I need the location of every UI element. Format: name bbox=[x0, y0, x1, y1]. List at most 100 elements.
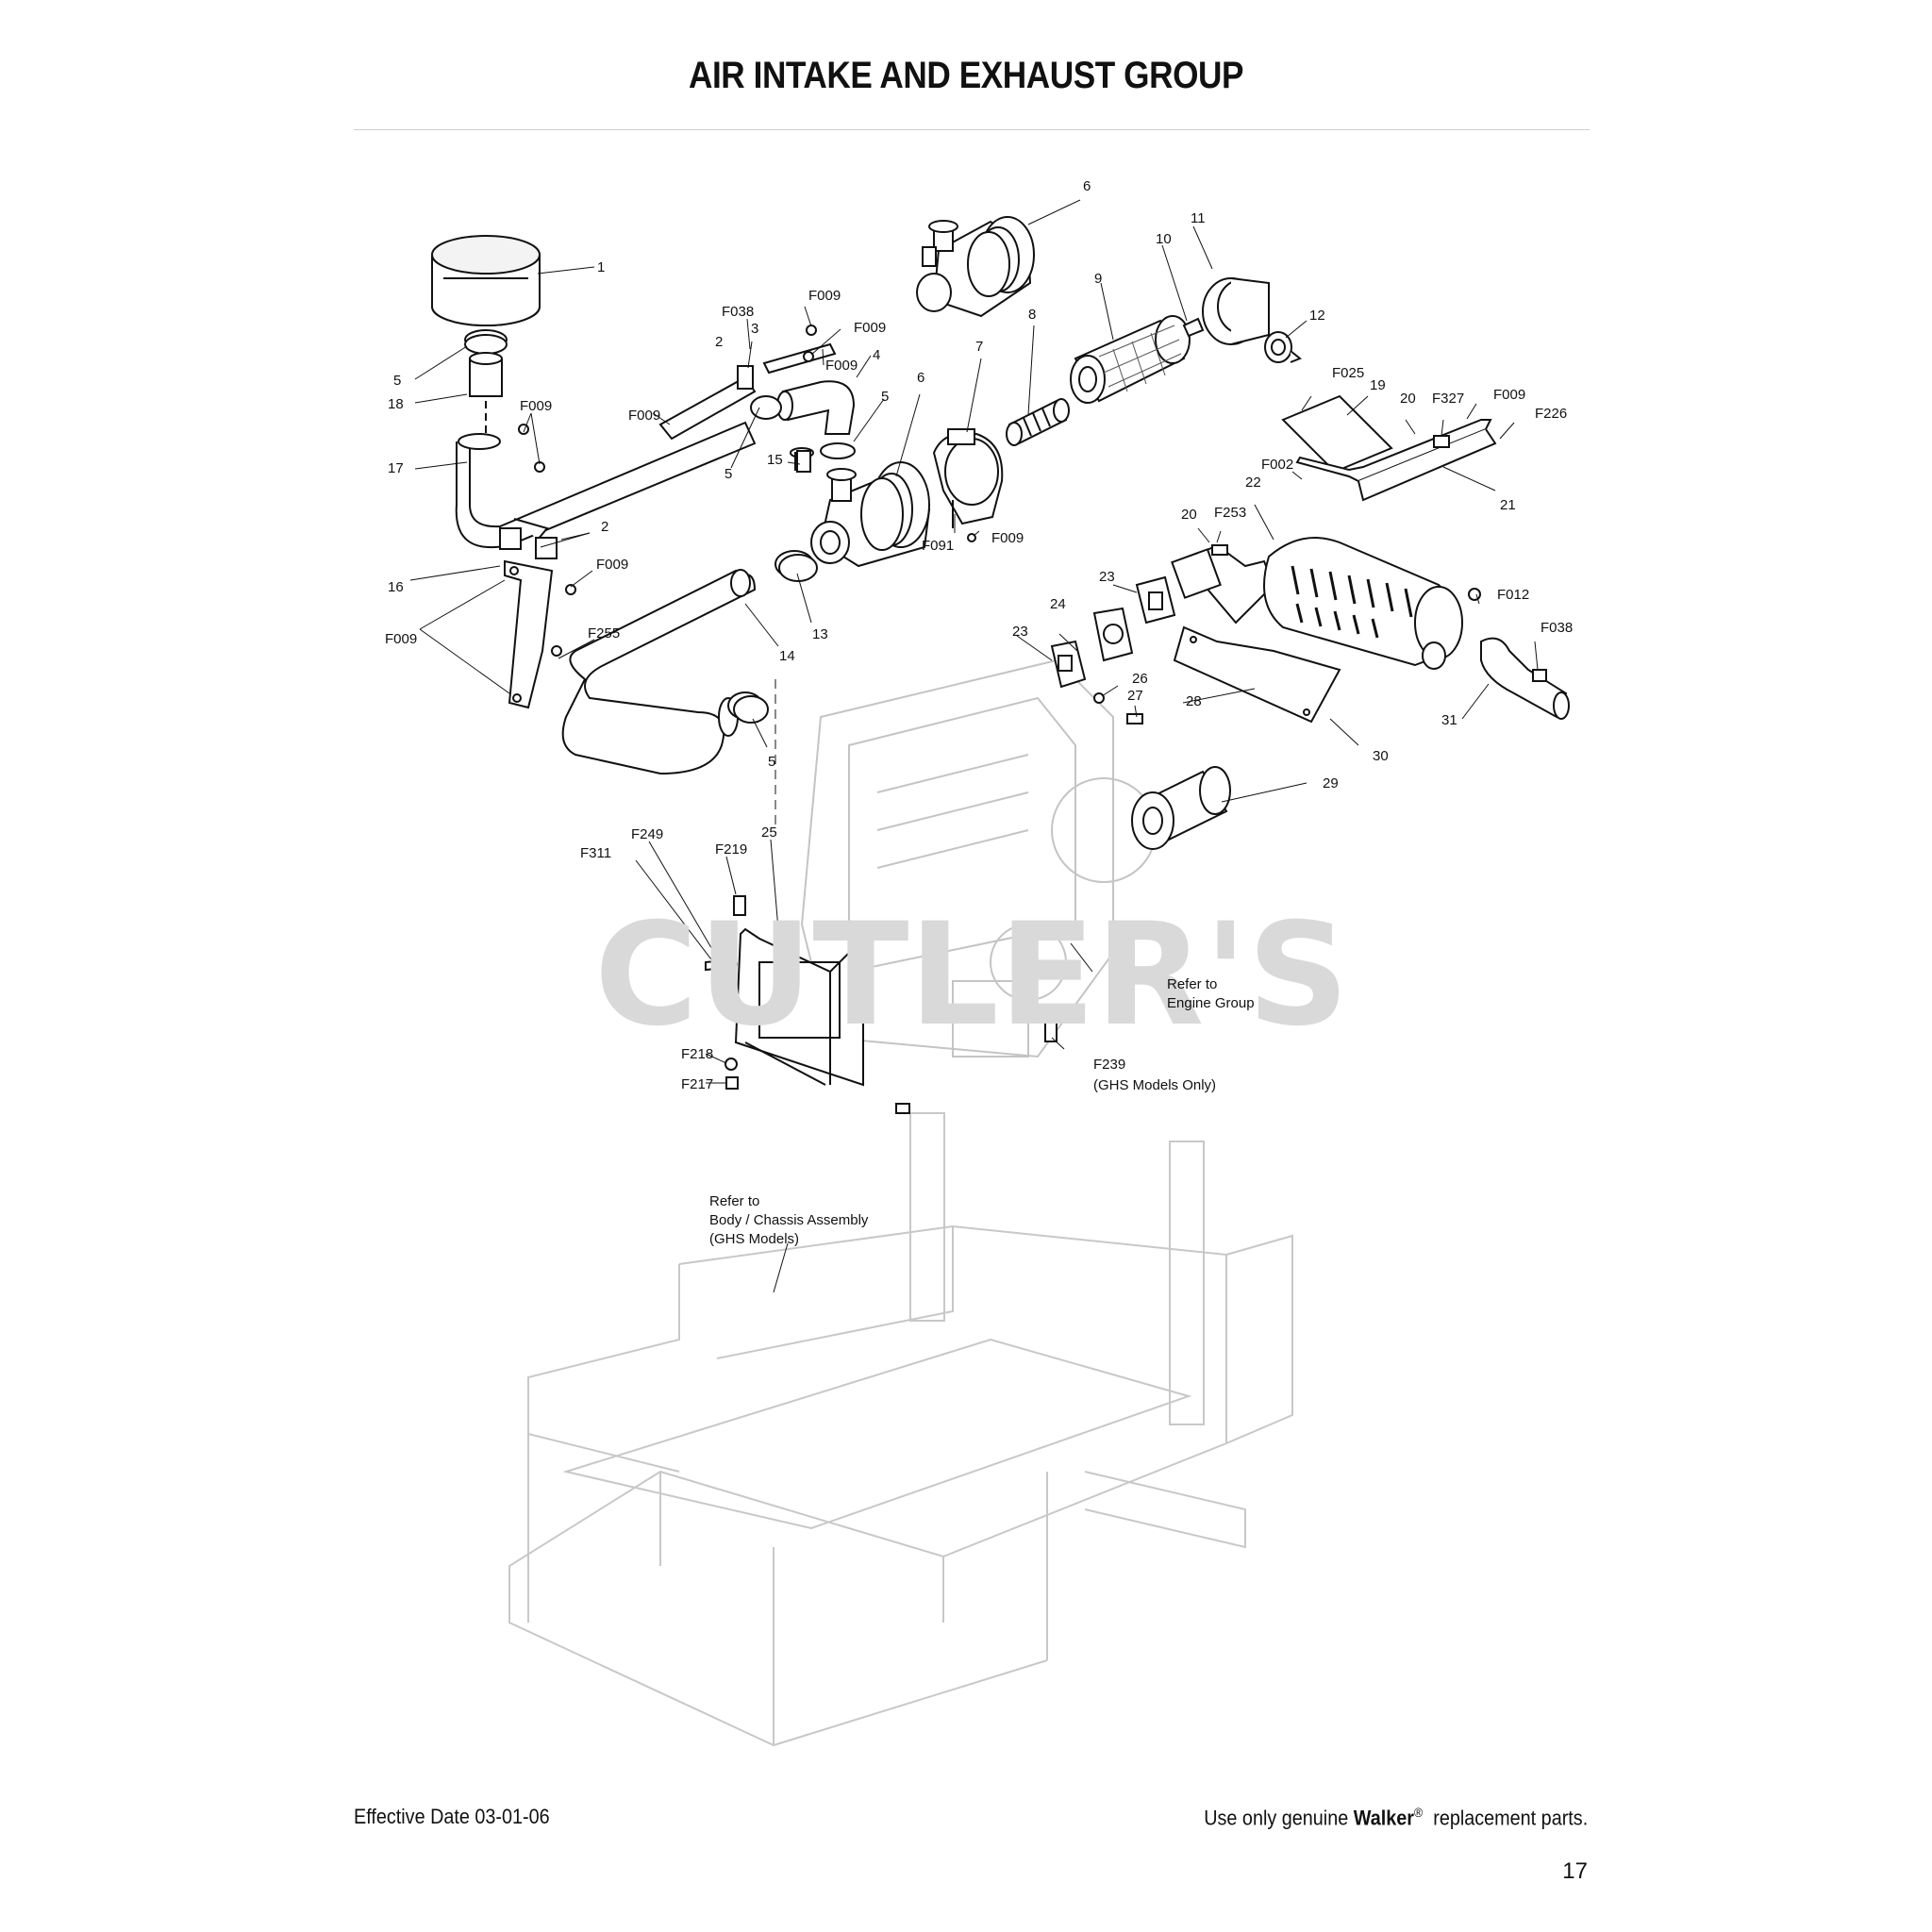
callout: F009 bbox=[825, 358, 858, 374]
callout: 20 bbox=[1400, 391, 1416, 407]
callout: 27 bbox=[1127, 688, 1143, 704]
page-number: 17 bbox=[1562, 1858, 1588, 1884]
callout: 22 bbox=[1245, 475, 1261, 491]
callout: F091 bbox=[922, 538, 954, 554]
callout: 6 bbox=[917, 370, 924, 386]
callout: 7 bbox=[975, 339, 983, 355]
callout: F239 bbox=[1093, 1057, 1125, 1073]
callout: 23 bbox=[1099, 569, 1115, 585]
end-cap bbox=[1202, 277, 1270, 345]
callout: 21 bbox=[1500, 497, 1516, 513]
callout: F009 bbox=[991, 530, 1024, 546]
callout: 13 bbox=[812, 626, 828, 642]
callout-labels: 1 5 18 17 F009 F038 2 3 F009 F009 F009 4… bbox=[385, 178, 1573, 1247]
intake-hose-14 bbox=[561, 569, 757, 775]
callout: 19 bbox=[1370, 377, 1386, 393]
hose-clamp-13 bbox=[774, 550, 818, 582]
callout: F002 bbox=[1261, 457, 1293, 473]
callout: 31 bbox=[1441, 712, 1457, 728]
callout: 1 bbox=[597, 259, 605, 275]
callout: F253 bbox=[1214, 505, 1246, 521]
muffler-shield bbox=[1173, 625, 1341, 724]
tagline-prefix: Use only genuine bbox=[1204, 1806, 1354, 1830]
mount-bracket bbox=[499, 342, 837, 709]
vacuator-valve bbox=[1182, 317, 1205, 338]
callout: 4 bbox=[873, 347, 880, 363]
air-cleaner-top bbox=[916, 216, 1035, 318]
muffler bbox=[1171, 537, 1463, 670]
callout: 3 bbox=[751, 321, 758, 337]
page-title: AIR INTAKE AND EXHAUST GROUP bbox=[688, 55, 1244, 96]
callout: 10 bbox=[1156, 231, 1172, 247]
rubber-valve bbox=[1264, 331, 1302, 363]
effective-date: Effective Date 03-01-06 bbox=[354, 1805, 550, 1828]
callout: F009 bbox=[1493, 387, 1525, 403]
callout: F217 bbox=[681, 1076, 713, 1092]
callout: F012 bbox=[1497, 587, 1529, 603]
callout: 26 bbox=[1132, 671, 1148, 687]
callout: 6 bbox=[1083, 178, 1091, 194]
callout: 2 bbox=[715, 334, 723, 350]
callout: F009 bbox=[596, 557, 628, 573]
callout: F038 bbox=[1541, 620, 1573, 636]
chassis-note-line-1: Refer to bbox=[709, 1193, 759, 1209]
callout: 14 bbox=[779, 648, 795, 664]
callout: 5 bbox=[881, 389, 889, 405]
callout: 18 bbox=[388, 396, 404, 412]
heat-shield bbox=[1281, 394, 1497, 502]
brand-name: Walker bbox=[1353, 1806, 1414, 1830]
callout: F219 bbox=[715, 841, 747, 858]
mounting-band bbox=[932, 428, 1004, 528]
callout: F255 bbox=[588, 625, 620, 641]
callout: F009 bbox=[385, 631, 417, 647]
registered-mark: ® bbox=[1413, 1805, 1424, 1820]
callout: 16 bbox=[388, 579, 404, 595]
title-divider bbox=[354, 129, 1590, 130]
callout: 9 bbox=[1094, 271, 1102, 287]
intake-tubes bbox=[455, 352, 757, 549]
callout: F025 bbox=[1332, 365, 1364, 381]
engine-note-line-2: Engine Group bbox=[1167, 995, 1255, 1011]
chassis-note-line-2: Body / Chassis Assembly bbox=[709, 1212, 869, 1228]
exhaust-tip bbox=[1480, 637, 1570, 720]
watermark-text: CUTLER'S bbox=[594, 893, 1349, 1058]
chassis-note-line-3: (GHS Models) bbox=[709, 1231, 799, 1247]
callout: 5 bbox=[724, 466, 732, 482]
elbow-hose bbox=[750, 380, 856, 459]
callout: 24 bbox=[1050, 596, 1066, 612]
callout: F311 bbox=[580, 845, 611, 861]
primary-filter bbox=[1070, 315, 1191, 404]
callout: 25 bbox=[761, 824, 777, 841]
callout: F009 bbox=[854, 320, 886, 336]
leader-lines bbox=[409, 199, 1539, 1293]
exhaust-gaskets bbox=[1050, 575, 1176, 689]
tagline-suffix: replacement parts. bbox=[1423, 1806, 1588, 1830]
callout: 28 bbox=[1186, 693, 1202, 709]
hose-clamp bbox=[464, 329, 508, 355]
callout: 23 bbox=[1012, 624, 1028, 640]
callout: 5 bbox=[768, 754, 775, 770]
callout: F009 bbox=[520, 398, 552, 414]
restriction-indicator bbox=[796, 450, 811, 473]
callout: F249 bbox=[631, 826, 663, 842]
footer-tagline: Use only genuine Walker® replacement par… bbox=[1204, 1805, 1588, 1830]
callout: (GHS Models Only) bbox=[1093, 1077, 1216, 1093]
callout: 11 bbox=[1191, 210, 1206, 226]
oil-filter bbox=[1131, 766, 1231, 850]
hose-clamp-bottom bbox=[727, 691, 769, 724]
pre-cleaner-cap bbox=[431, 235, 541, 326]
callout: 15 bbox=[767, 452, 783, 468]
callout: 29 bbox=[1323, 775, 1339, 791]
callout: F218 bbox=[681, 1046, 713, 1062]
air-cleaner-lower bbox=[790, 447, 931, 568]
callout: 2 bbox=[601, 519, 608, 535]
safety-filter bbox=[1006, 398, 1070, 446]
callout: 20 bbox=[1181, 507, 1197, 523]
engine-mount-bracket bbox=[734, 927, 864, 1087]
callout: 5 bbox=[393, 373, 401, 389]
callout: 30 bbox=[1373, 748, 1389, 764]
callout: F226 bbox=[1535, 406, 1567, 422]
callout: F009 bbox=[628, 408, 660, 424]
